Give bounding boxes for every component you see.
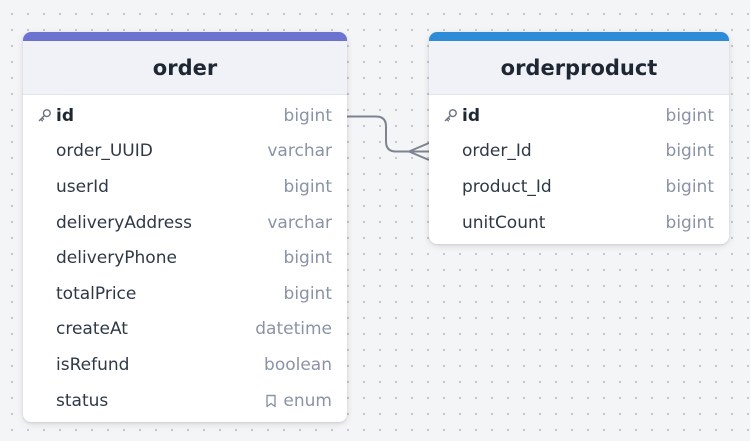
column-row[interactable]: deliveryPhone bigint [23,240,347,276]
column-name: order_Id [462,141,532,162]
column-row[interactable]: status enum [23,383,347,419]
column-type: datetime [255,319,332,340]
column-name: deliveryAddress [56,212,192,233]
column-type: boolean [264,354,332,375]
table-order[interactable]: order id bigint order_UUID varchar userI… [23,32,347,423]
column-row[interactable]: order_Id bigint [429,134,729,170]
column-name: deliveryPhone [56,248,177,269]
table-orderproduct[interactable]: orderproduct id bigint order_Id bigint p… [429,32,729,245]
column-row[interactable]: order_UUID varchar [23,134,347,170]
column-row[interactable]: createAt datetime [23,312,347,348]
primary-key-icon [37,108,56,123]
column-row[interactable]: id bigint [429,98,729,134]
table-name: orderproduct [500,55,658,80]
column-type: enum [283,390,332,411]
column-row[interactable]: unitCount bigint [429,205,729,241]
column-type: bigint [665,105,714,126]
column-row[interactable]: totalPrice bigint [23,276,347,312]
column-type: bigint [665,176,714,197]
table-header[interactable]: order [23,41,347,95]
column-row[interactable]: deliveryAddress varchar [23,205,347,241]
column-row[interactable]: isRefund boolean [23,347,347,383]
column-type: bigint [665,212,714,233]
column-name: status [56,390,109,411]
table-accent-bar [23,32,347,41]
enum-icon [265,394,277,408]
column-type: bigint [283,248,332,269]
column-row[interactable]: product_Id bigint [429,169,729,205]
column-type-enum: enum [265,391,332,411]
column-name: id [462,105,480,126]
column-name: id [56,105,74,126]
column-type: bigint [665,141,714,162]
column-list: id bigint order_UUID varchar userId bigi… [23,95,347,422]
column-type: bigint [283,283,332,304]
many-crowsfoot-icon [408,142,430,161]
table-header[interactable]: orderproduct [429,41,729,95]
column-name: isRefund [56,354,130,375]
column-row[interactable]: id bigint [23,98,347,134]
column-list: id bigint order_Id bigint product_Id big… [429,95,729,244]
table-name: order [152,55,218,80]
primary-key-icon [443,108,462,123]
column-name: createAt [56,319,128,340]
column-name: unitCount [462,212,546,233]
column-name: order_UUID [56,141,153,162]
column-name: userId [56,176,109,197]
column-row[interactable]: userId bigint [23,169,347,205]
column-type: bigint [283,105,332,126]
connector-line [347,115,429,153]
column-type: bigint [283,176,332,197]
column-name: totalPrice [56,283,137,304]
column-name: product_Id [462,176,552,197]
column-type: varchar [267,212,332,233]
column-type: varchar [267,141,332,162]
table-accent-bar [429,32,729,41]
